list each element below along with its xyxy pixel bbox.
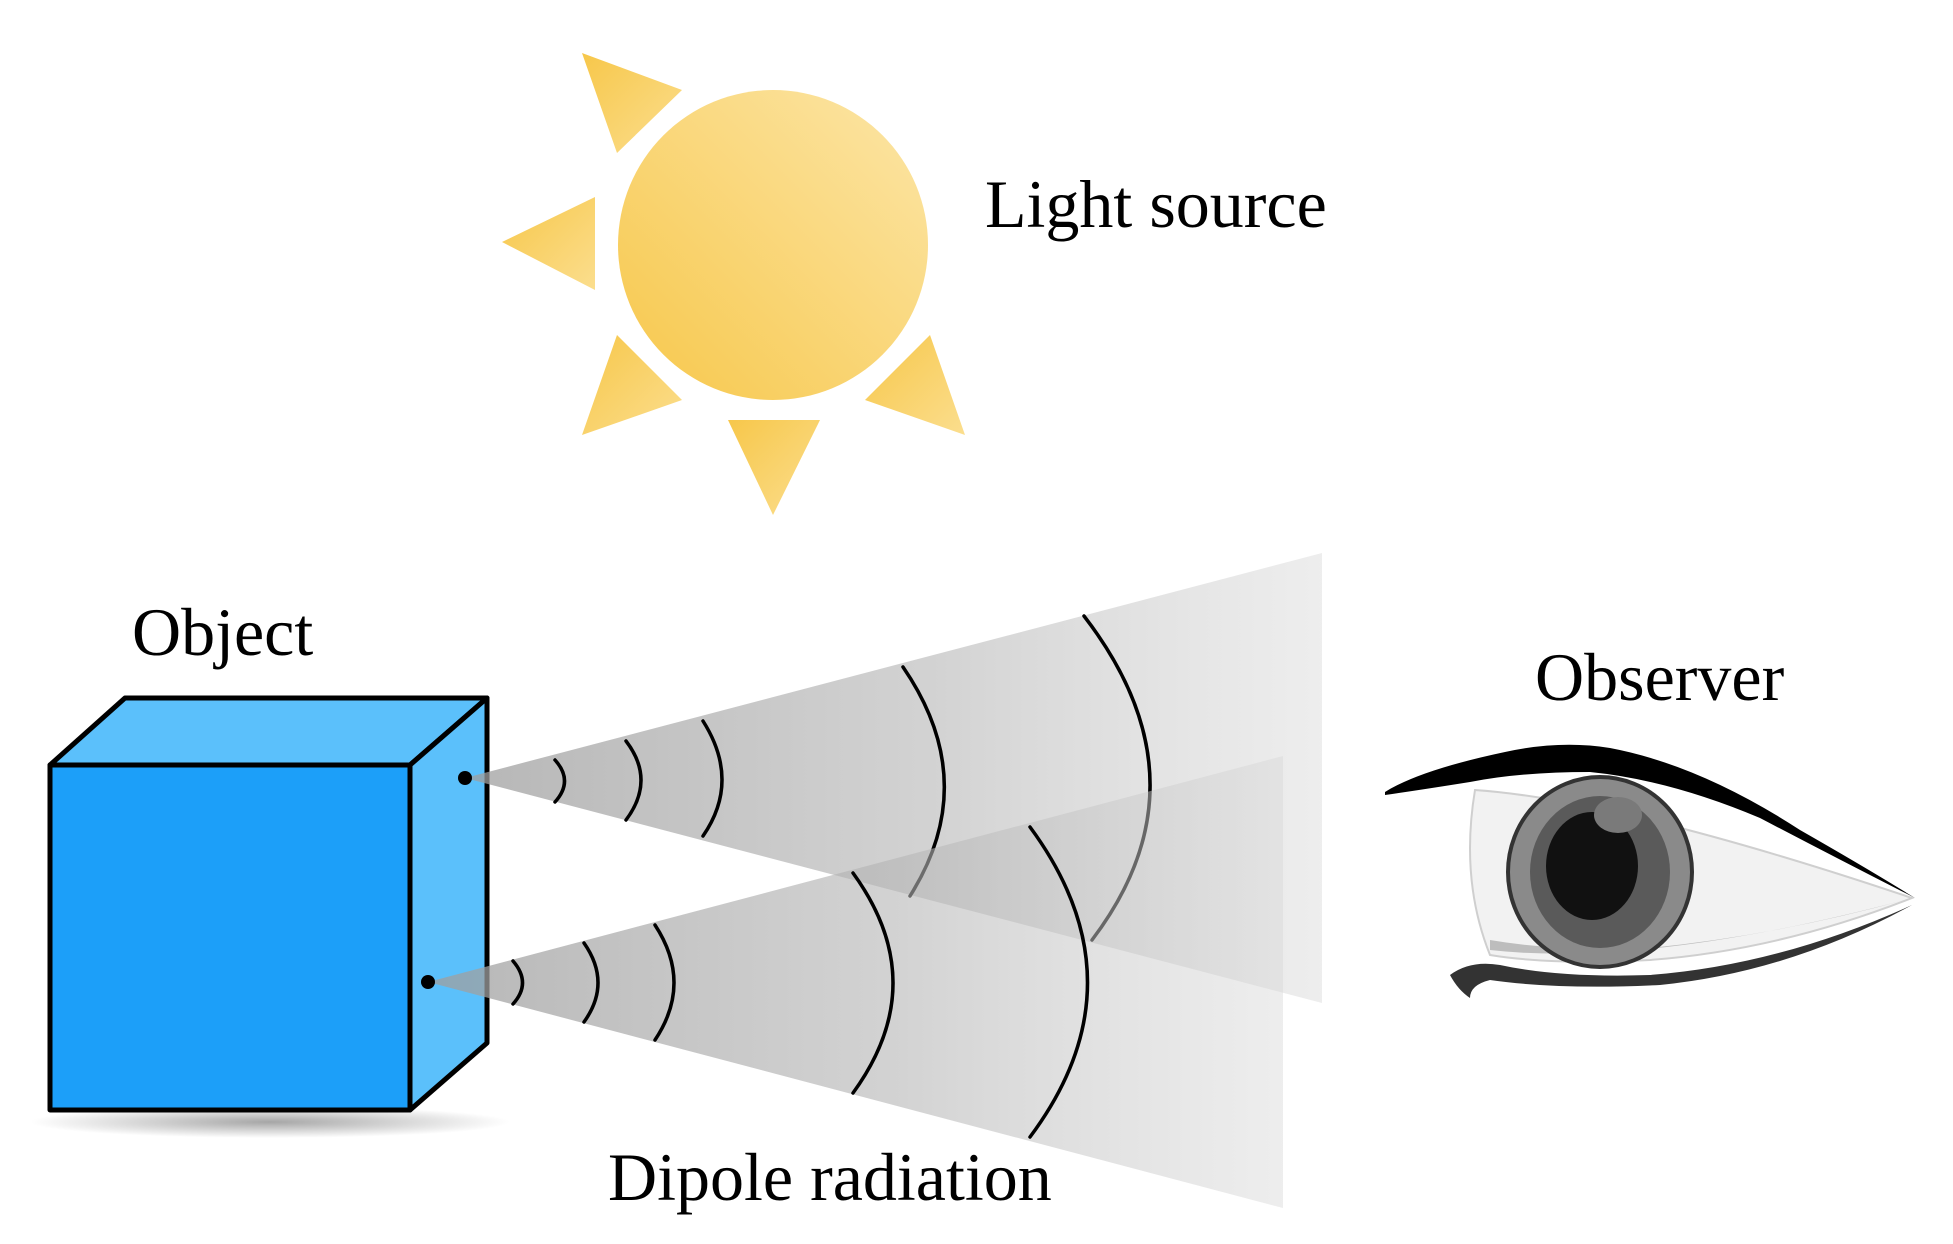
eyelash-lower [1450, 905, 1912, 998]
sun-ray [582, 335, 682, 435]
wavefront-arc [851, 871, 895, 1095]
sun-ray [728, 420, 820, 515]
cube-shadow [30, 1106, 510, 1138]
wavefront-arc [1028, 825, 1090, 1139]
sun-ray [582, 53, 682, 153]
sun-disc [618, 90, 928, 400]
object-label: Object [132, 594, 314, 670]
lower-lid-shade [1490, 898, 1912, 954]
wavefront-arc [653, 923, 676, 1042]
dipole-point-upper [458, 771, 472, 785]
wavefront-arc [582, 941, 600, 1024]
wavefront-arc [553, 758, 567, 804]
wavefront-arc [511, 959, 525, 1006]
sun-ray [865, 335, 965, 435]
wavefront-arc [701, 719, 724, 838]
wavefront-arc [624, 739, 643, 822]
dipole-radiation-label: Dipole radiation [608, 1139, 1052, 1215]
pupil [1546, 812, 1638, 920]
dipole-point-lower [421, 975, 435, 989]
cube-front-face [47, 762, 413, 1113]
light-source-label: Light source [985, 166, 1327, 242]
eye-icon [1385, 744, 1915, 998]
observer-label: Observer [1535, 639, 1785, 715]
sun-ray [502, 197, 595, 290]
sun-icon [502, 53, 965, 515]
dipole-beam-lower [421, 756, 1283, 1208]
eyelash-upper [1385, 744, 1915, 898]
beam-cone [428, 756, 1283, 1208]
cube-icon [47, 695, 490, 1113]
cube-side-face [407, 695, 490, 1113]
eye-highlight [1594, 797, 1642, 833]
